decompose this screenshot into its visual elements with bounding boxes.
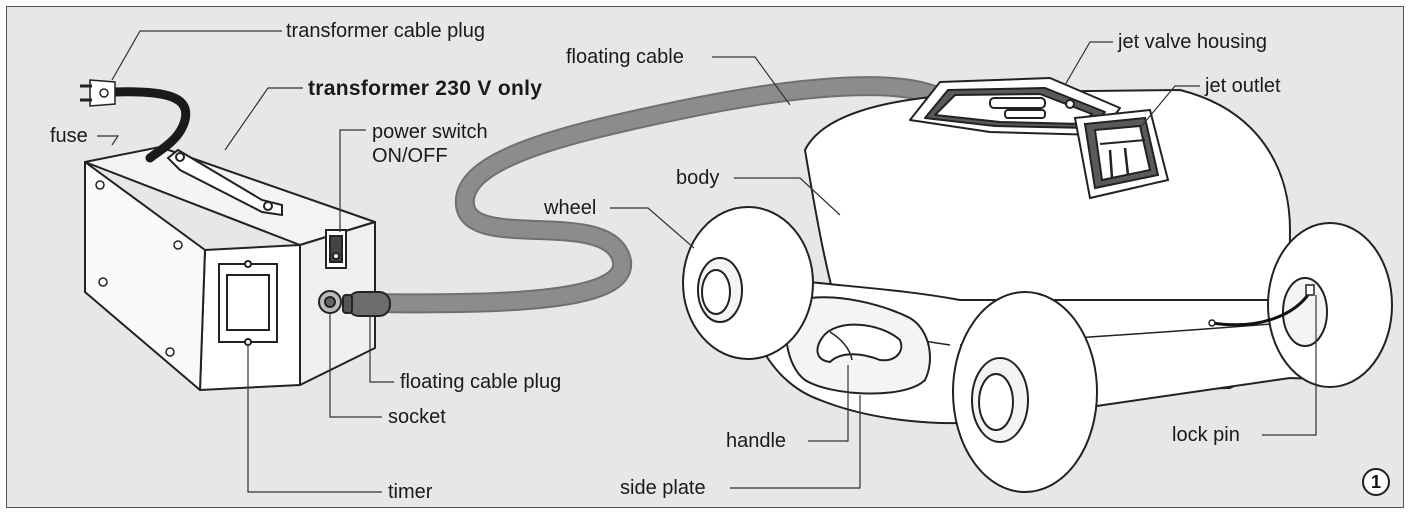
label-timer: timer bbox=[388, 481, 433, 503]
label-fuse: fuse bbox=[50, 125, 88, 147]
leader-power-switch bbox=[339, 129, 366, 232]
leader-jet-valve-housing bbox=[1064, 41, 1113, 86]
leader-side-plate bbox=[730, 395, 861, 489]
label-handle: handle bbox=[726, 430, 787, 452]
label-power-switch: power switch ON/OFF bbox=[372, 121, 488, 167]
jet-valve-housing bbox=[909, 77, 1121, 136]
box-screws bbox=[95, 180, 183, 357]
label-floating-cable-plug: floating cable plug bbox=[400, 371, 562, 393]
label-side-plate: side plate bbox=[620, 477, 706, 499]
leader-lines bbox=[97, 30, 1317, 493]
label-body: body bbox=[676, 167, 720, 189]
leader-floating-cable-plug bbox=[369, 315, 394, 383]
label-floating-cable: floating cable bbox=[566, 46, 684, 68]
leader-fuse bbox=[97, 135, 120, 146]
leader-timer bbox=[247, 344, 382, 493]
label-socket: socket bbox=[388, 406, 446, 428]
power-switch bbox=[325, 229, 347, 269]
transformer-plug bbox=[80, 79, 116, 107]
wheel-right bbox=[1267, 222, 1393, 388]
leader-body bbox=[734, 177, 841, 216]
label-transformer: transformer 230 V only bbox=[308, 77, 543, 100]
leader-lock-pin bbox=[1262, 295, 1317, 436]
label-jet-outlet: jet outlet bbox=[1205, 75, 1281, 97]
leader-transformer bbox=[224, 87, 303, 151]
leader-jet-outlet bbox=[1139, 85, 1200, 129]
robot-handle bbox=[816, 323, 903, 364]
figure-number-badge: 1 bbox=[1362, 468, 1390, 496]
lock-pin-wire bbox=[1211, 291, 1312, 327]
timer-window bbox=[218, 260, 278, 346]
leader-transformer-cable-plug bbox=[111, 30, 282, 81]
socket bbox=[318, 290, 342, 314]
label-wheel: wheel bbox=[544, 197, 597, 219]
wheel-back-left bbox=[682, 206, 814, 360]
wheel-front-left bbox=[952, 291, 1098, 493]
leader-handle bbox=[808, 365, 849, 442]
leader-socket bbox=[329, 312, 382, 418]
label-lock-pin: lock pin bbox=[1172, 424, 1240, 446]
label-transformer-cable-plug: transformer cable plug bbox=[286, 20, 485, 42]
leader-floating-cable bbox=[712, 56, 791, 106]
floating-cable-plug bbox=[342, 291, 391, 317]
leader-wheel bbox=[610, 207, 695, 249]
label-jet-valve-housing: jet valve housing bbox=[1118, 31, 1267, 53]
jet-outlet bbox=[1073, 108, 1170, 200]
transformer-cable bbox=[107, 87, 191, 163]
transformer-carry-handle bbox=[166, 148, 283, 217]
